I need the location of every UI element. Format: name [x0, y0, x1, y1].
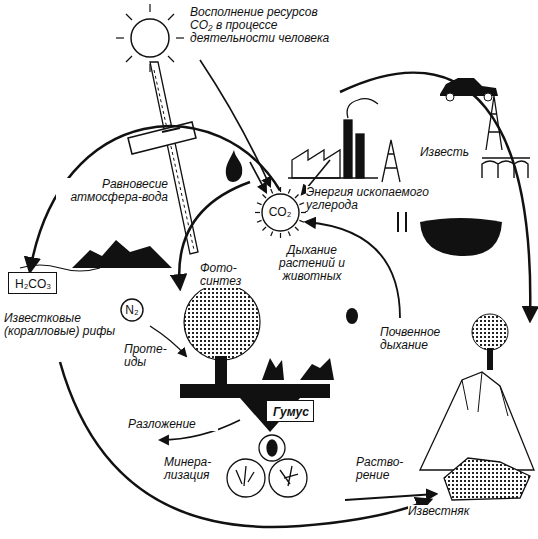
node-text: H₂CO₃	[15, 277, 50, 291]
limestone-rock	[444, 458, 530, 500]
tree	[184, 284, 260, 384]
annotation-label: Известь	[420, 146, 482, 159]
fire	[226, 150, 242, 182]
annotation-label: Известковые (коралловые) рифы	[4, 312, 116, 338]
annotation-label: Восполнение ресурсов CO₂ в процессе деят…	[190, 6, 340, 45]
car	[440, 78, 498, 101]
annotation-label: Дыхание растений и животных	[262, 244, 362, 283]
beetle	[346, 308, 358, 324]
annotation-label: Разложение	[128, 418, 218, 431]
annotation-label: Фото- синтез	[200, 262, 246, 288]
equilibrium-arrow	[30, 126, 280, 271]
annotation-label: Почвенное дыхание	[380, 326, 470, 352]
node-text: N₂	[120, 303, 144, 317]
derrick	[382, 96, 502, 182]
circle-node: N₂	[120, 298, 144, 322]
annotation-label: Проте- иды	[124, 343, 168, 369]
node-text: Гумус	[273, 405, 307, 419]
bridge	[478, 158, 530, 178]
annotation-label: Равновесие атмосфера-вода	[56, 178, 168, 204]
oil-reservoir	[420, 218, 502, 256]
node-text: CO₂	[261, 205, 300, 219]
text-box: Гумус	[266, 400, 314, 422]
cycle-arrows	[60, 60, 530, 527]
shore	[72, 240, 172, 268]
annotation-label: Энергия ископаемого углерода	[306, 186, 482, 212]
annotation-label: Известняк	[408, 505, 498, 518]
text-box: H₂CO₃	[8, 272, 57, 294]
co2-burst: CO₂	[261, 193, 300, 232]
soil-life	[227, 435, 307, 497]
annotation-label: Раство- рение	[356, 456, 410, 482]
annotation-label: Минера- лизация	[164, 456, 226, 482]
sunbeam	[128, 62, 198, 254]
factory	[288, 99, 378, 178]
